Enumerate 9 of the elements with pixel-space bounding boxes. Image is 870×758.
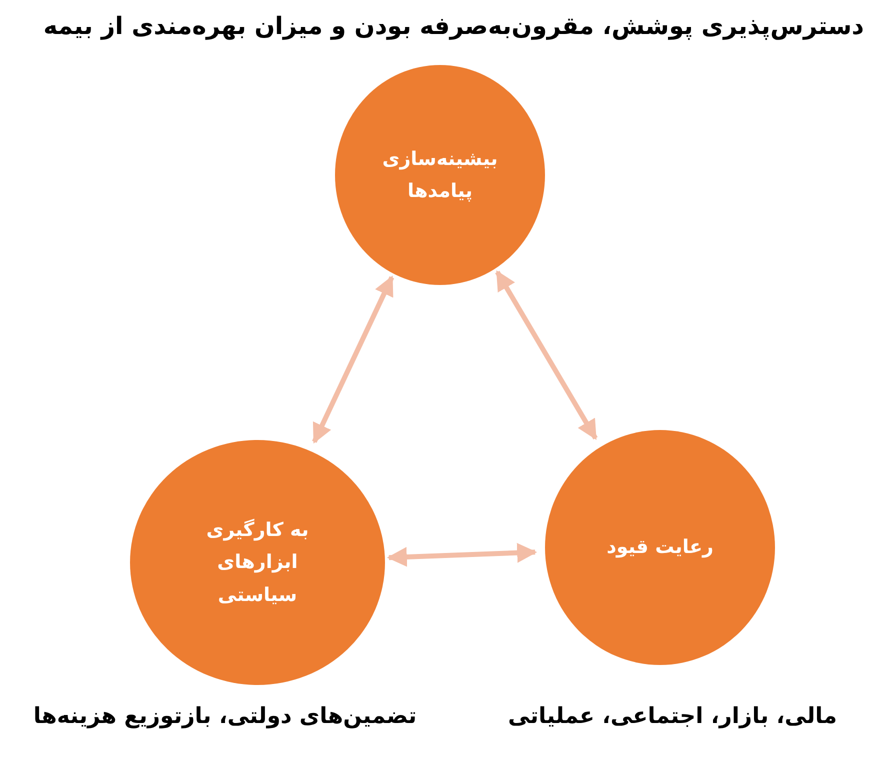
node-label: بیشینه‌سازی پیامدها bbox=[381, 146, 499, 204]
double-arrow bbox=[386, 542, 538, 567]
double-arrow bbox=[495, 270, 598, 440]
node-label: به کارگیری ابزارهای سیاستی bbox=[205, 518, 310, 608]
node-caption: تضمین‌های دولتی، بازتوزیع هزینه‌ها bbox=[32, 703, 418, 731]
diagram-title: دسترس‌پذیری پوشش، مقرون‌به‌صرفه بودن و میزان بهره‌مندی از بیمه bbox=[43, 11, 864, 42]
node-caption: مالی، بازار، اجتماعی، عملیاتی bbox=[506, 703, 838, 731]
double-arrow bbox=[312, 275, 394, 444]
node-label: رعایت قیود bbox=[606, 535, 714, 560]
